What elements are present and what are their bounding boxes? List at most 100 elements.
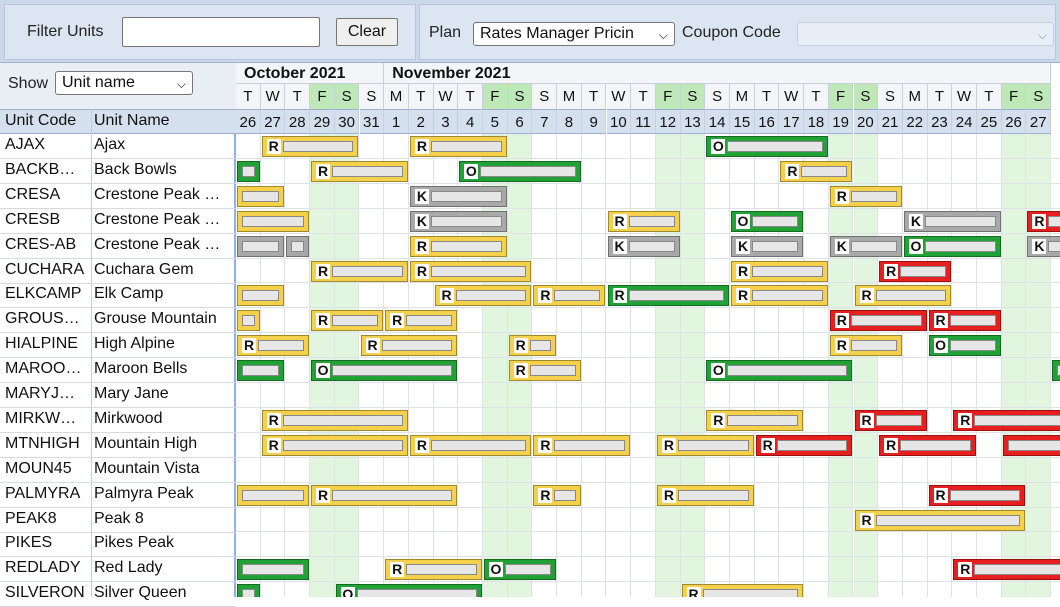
- booking-bar[interactable]: R: [385, 310, 458, 332]
- unit-row[interactable]: GROUS…Grouse Mountain: [0, 308, 236, 334]
- date-header[interactable]: 10: [606, 109, 632, 134]
- filter-units-input[interactable]: [122, 17, 320, 47]
- booking-bar[interactable]: R: [409, 235, 507, 257]
- booking-bar[interactable]: R: [508, 360, 581, 382]
- booking-bar[interactable]: K: [1027, 235, 1060, 257]
- booking-bar[interactable]: R: [854, 509, 1026, 531]
- booking-bar[interactable]: R: [237, 335, 310, 357]
- date-header[interactable]: 30: [334, 109, 360, 134]
- booking-bar[interactable]: [237, 210, 310, 232]
- date-header[interactable]: 29: [310, 109, 335, 134]
- booking-bar[interactable]: R: [409, 136, 507, 157]
- booking-bar[interactable]: [237, 285, 285, 307]
- booking-bar[interactable]: O: [706, 136, 828, 157]
- date-header[interactable]: 31: [359, 109, 385, 134]
- booking-bar[interactable]: [237, 160, 260, 182]
- booking-bar[interactable]: R: [953, 409, 1060, 431]
- booking-bar[interactable]: O: [903, 235, 1001, 257]
- booking-bar[interactable]: R: [780, 160, 853, 182]
- unit-code-header[interactable]: Unit Code: [5, 112, 77, 129]
- booking-bar[interactable]: O: [459, 160, 581, 182]
- booking-bar[interactable]: R: [533, 434, 631, 456]
- booking-bar[interactable]: R: [1027, 210, 1060, 232]
- booking-bar[interactable]: R: [731, 285, 828, 307]
- booking-bar[interactable]: R: [656, 434, 754, 456]
- booking-bar[interactable]: [286, 235, 310, 257]
- date-header[interactable]: 18: [804, 109, 829, 134]
- booking-bar[interactable]: R: [879, 434, 976, 456]
- booking-bar[interactable]: [237, 310, 260, 332]
- booking-bar[interactable]: R: [953, 559, 1060, 581]
- booking-bar[interactable]: K: [409, 210, 507, 232]
- booking-bar[interactable]: R: [706, 409, 804, 431]
- booking-bar[interactable]: K: [903, 210, 1001, 232]
- date-header[interactable]: 8: [557, 109, 582, 134]
- booking-bar[interactable]: R: [879, 260, 952, 282]
- date-header[interactable]: 15: [730, 109, 755, 134]
- date-header[interactable]: 19: [828, 109, 854, 134]
- booking-bar[interactable]: R: [311, 260, 408, 282]
- coupon-code-select[interactable]: ⌵: [797, 22, 1054, 46]
- date-header[interactable]: 4: [458, 109, 483, 134]
- booking-bar[interactable]: R: [755, 434, 853, 456]
- booking-bar[interactable]: R: [409, 260, 532, 282]
- booking-bar[interactable]: R: [360, 335, 458, 357]
- booking-bar[interactable]: O: [335, 584, 482, 597]
- booking-bar[interactable]: R: [385, 559, 482, 581]
- booking-bar[interactable]: R: [681, 584, 804, 597]
- booking-bar[interactable]: O: [731, 210, 804, 232]
- booking-bar[interactable]: R: [607, 285, 729, 307]
- date-header[interactable]: 26: [236, 109, 261, 134]
- booking-bar[interactable]: R: [829, 335, 902, 357]
- date-header[interactable]: 16: [754, 109, 780, 134]
- booking-bar[interactable]: O: [484, 559, 557, 581]
- booking-bar[interactable]: R: [854, 409, 927, 431]
- date-header[interactable]: 7: [532, 109, 558, 134]
- booking-bar[interactable]: R: [434, 285, 532, 307]
- booking-bar[interactable]: [237, 484, 310, 506]
- booking-bar[interactable]: R: [261, 434, 408, 456]
- booking-bar[interactable]: R: [261, 409, 408, 431]
- booking-bar[interactable]: O: [928, 335, 1001, 357]
- booking-bar[interactable]: R: [607, 210, 680, 232]
- date-header[interactable]: 21: [878, 109, 903, 134]
- date-header[interactable]: 27: [260, 109, 286, 134]
- booking-bar[interactable]: R: [829, 185, 902, 207]
- date-header[interactable]: 26: [1001, 109, 1027, 134]
- date-header[interactable]: 3: [433, 109, 459, 134]
- date-header[interactable]: 28: [285, 109, 311, 134]
- booking-bar[interactable]: O: [706, 360, 853, 382]
- booking-bar[interactable]: R: [656, 484, 754, 506]
- date-header[interactable]: 17: [779, 109, 805, 134]
- booking-bar[interactable]: [1002, 434, 1060, 456]
- date-header[interactable]: 6: [507, 109, 533, 134]
- unit-row[interactable]: MARYJ…Mary Jane: [0, 383, 236, 408]
- booking-bar[interactable]: K: [829, 235, 902, 257]
- booking-bar[interactable]: R: [409, 434, 532, 456]
- booking-bar[interactable]: R: [928, 310, 1001, 332]
- date-header[interactable]: 14: [705, 109, 730, 134]
- date-header[interactable]: 5: [483, 109, 508, 134]
- date-header[interactable]: 11: [631, 109, 656, 134]
- unit-row[interactable]: BACKB…Back Bowls: [0, 159, 236, 184]
- booking-bar[interactable]: [237, 584, 260, 597]
- booking-bar[interactable]: R: [311, 310, 384, 332]
- booking-bar[interactable]: R: [533, 285, 606, 307]
- booking-bar[interactable]: R: [508, 335, 557, 357]
- date-header[interactable]: 13: [680, 109, 706, 134]
- show-select[interactable]: Unit name ⌵: [55, 71, 193, 95]
- booking-bar[interactable]: R: [311, 160, 408, 182]
- date-header[interactable]: 22: [902, 109, 928, 134]
- booking-bar[interactable]: [237, 559, 310, 581]
